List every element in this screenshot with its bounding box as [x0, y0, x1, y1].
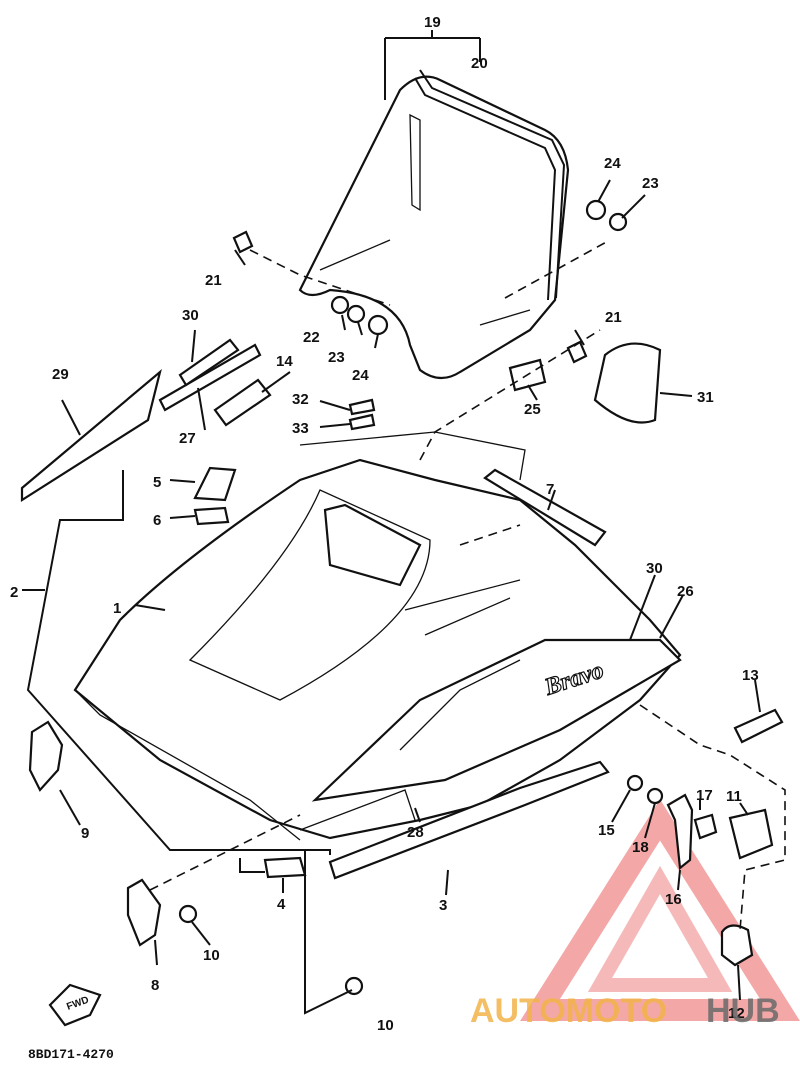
- label-24-top: 24: [604, 155, 621, 172]
- label-5: 5: [153, 474, 161, 491]
- cowling-body: Bravo: [73, 431, 682, 841]
- watermark-text: AUTOMOTO HUB: [470, 992, 780, 1030]
- diagram-code: 8BD171-4270: [28, 1047, 114, 1062]
- label-20: 20: [471, 55, 488, 72]
- label-33: 33: [292, 420, 309, 437]
- label-22: 22: [303, 329, 320, 346]
- small-hardware: FWD: [28, 199, 784, 1027]
- label-15: 15: [598, 822, 615, 839]
- label-29: 29: [52, 366, 69, 383]
- label-9: 9: [81, 825, 89, 842]
- label-13: 13: [742, 667, 759, 684]
- part-number-labels: 19 20 24 23 21 21 30 14 22 23 24 29 32 3…: [10, 14, 759, 1062]
- label-28: 28: [407, 824, 424, 841]
- label-10-bottom: 10: [377, 1017, 394, 1034]
- label-6: 6: [153, 512, 161, 529]
- label-30-bottom: 30: [646, 560, 663, 577]
- watermark-text-hub: HUB: [706, 992, 780, 1030]
- label-27: 27: [179, 430, 196, 447]
- label-4: 4: [277, 896, 286, 913]
- label-21-right: 21: [605, 309, 622, 326]
- label-26: 26: [677, 583, 694, 600]
- label-17: 17: [696, 787, 713, 804]
- label-31: 31: [697, 389, 714, 406]
- label-8: 8: [151, 977, 159, 994]
- watermark-logo: [520, 799, 800, 1021]
- label-18: 18: [632, 839, 649, 856]
- label-2: 2: [10, 584, 18, 601]
- windshield: [298, 69, 570, 380]
- label-3: 3: [439, 897, 447, 914]
- label-21-left: 21: [205, 272, 222, 289]
- label-12: 12: [728, 1005, 745, 1022]
- label-1: 1: [113, 600, 121, 617]
- label-7: 7: [546, 481, 554, 498]
- label-23-mid: 23: [328, 349, 345, 366]
- label-11: 11: [726, 788, 742, 805]
- label-16: 16: [665, 891, 682, 908]
- label-30-top: 30: [182, 307, 199, 324]
- label-32: 32: [292, 391, 309, 408]
- side-trim-parts: [20, 338, 662, 880]
- label-23-top: 23: [642, 175, 659, 192]
- label-25: 25: [524, 401, 541, 418]
- leader-lines: [22, 30, 786, 1015]
- watermark-text-automoto: AUTOMOTO: [470, 992, 667, 1030]
- label-10-left: 10: [203, 947, 220, 964]
- label-24-mid: 24: [352, 367, 369, 384]
- label-14: 14: [276, 353, 293, 370]
- label-19: 19: [424, 14, 441, 31]
